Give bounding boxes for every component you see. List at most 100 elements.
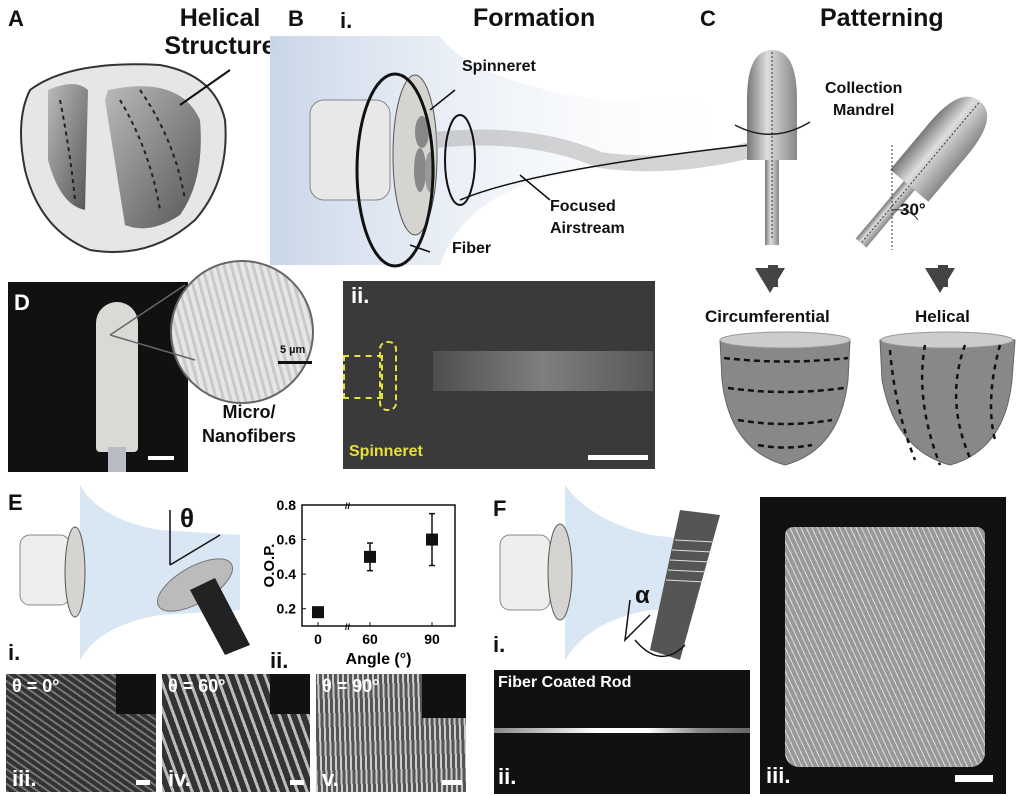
scale-bar	[588, 455, 648, 460]
fiber-scaffold-cylinder	[785, 527, 985, 767]
spinneret-pointer	[429, 89, 456, 111]
panel-e-sub-i: i.	[8, 640, 21, 665]
angle-arc	[891, 209, 919, 221]
airstream-pointer	[519, 174, 551, 201]
spinneret-outline	[379, 341, 397, 411]
panel-e-sub-ii: ii.	[270, 648, 289, 673]
airstream-shape	[80, 485, 240, 660]
y-axis-label: O.O.P.	[261, 544, 278, 588]
panel-c-title: Patterning	[820, 4, 944, 32]
data-point	[364, 550, 376, 563]
spinneret-disc	[64, 526, 86, 618]
rod-fiber-windings	[665, 539, 716, 583]
scale-bar	[136, 780, 150, 785]
circumferential-label: Circumferential	[705, 307, 830, 326]
spinneret-photo-label: Spinneret	[349, 443, 423, 460]
y-tick-label: 0.4	[277, 566, 297, 582]
airstream-label: Focused Airstream	[550, 196, 625, 240]
spinneret-hole	[414, 148, 426, 192]
panel-b-title: Formation	[473, 4, 596, 32]
fiber-jet-glow	[433, 351, 653, 391]
y-tick-label: 0.8	[277, 497, 297, 513]
heart-right-ventricle	[48, 84, 88, 210]
heart-pointer-line	[179, 69, 231, 106]
panel-a-title-line2: Structure	[164, 32, 276, 60]
chart-frame	[301, 504, 456, 627]
scale-bar	[148, 456, 174, 460]
arrow-down-icon	[925, 268, 955, 293]
spinneret-label: Spinneret	[462, 58, 536, 75]
sem-image-90deg: θ = 90° v.	[316, 674, 466, 792]
fft-inset	[270, 674, 310, 714]
spinneret-hole	[415, 116, 429, 148]
data-point	[426, 533, 438, 546]
sem-roman: iv.	[168, 766, 191, 791]
nozzle-outline	[343, 355, 383, 399]
helical-ventricle	[879, 334, 1016, 466]
sem-roman: v.	[322, 766, 339, 791]
mandrel-label: Collection Mandrel	[825, 78, 902, 122]
heart-illustration	[20, 63, 231, 253]
nozzle-body	[19, 534, 71, 606]
theta-angle-line	[169, 534, 221, 566]
nozzle-body	[309, 99, 391, 201]
fiber-coated-rod-photo: Fiber Coated Rod ii.	[494, 670, 750, 794]
sem-image-60deg: θ = 60° iv.	[162, 674, 310, 792]
alpha-symbol: α	[635, 582, 650, 609]
x-axis-label: Angle (°)	[346, 651, 412, 668]
helical-lines	[888, 344, 1002, 466]
x-tick-label: 60	[362, 631, 378, 647]
data-point	[312, 606, 324, 619]
panel-a-title: Helical Structure	[160, 4, 280, 60]
fiber-coated-rod-label: Fiber Coated Rod	[498, 674, 632, 691]
theta-symbol: θ	[180, 503, 195, 533]
scale-label-5um: 5 µm	[280, 344, 306, 356]
angle-30-label: 30°	[900, 200, 926, 219]
fiber-loop-large	[355, 72, 435, 268]
sem-image-0deg: θ = 0° iii.	[6, 674, 156, 792]
micro-nanofibers-line1: Micro/	[222, 402, 276, 422]
mandrel-shaft	[108, 447, 126, 472]
airstream-shape	[565, 485, 695, 660]
fiber-scaffold-photo: iii.	[760, 497, 1006, 794]
fiber-label: Fiber	[452, 240, 492, 257]
panel-e-letter: E	[8, 490, 23, 515]
panel-f-letter: F	[493, 496, 507, 521]
y-tick-label: 0.2	[277, 601, 297, 617]
panel-c-letter: C	[700, 6, 716, 31]
arrow-down-icon	[755, 268, 785, 293]
sem-label: θ = 90°	[322, 676, 380, 696]
heart-left-ventricle	[105, 86, 201, 229]
mandrel-photo: D	[8, 282, 188, 472]
y-tick-label: 0.6	[277, 532, 297, 548]
panel-d-letter: D	[14, 290, 30, 315]
rod-coating-diagram	[499, 485, 720, 660]
scale-bar	[955, 775, 993, 782]
panel-b-sub-ii: ii.	[351, 283, 370, 308]
airstream-label-line2: Airstream	[550, 220, 625, 237]
x-tick-label: 0	[314, 631, 322, 647]
coated-mandrel	[96, 302, 138, 452]
circumferential-lines	[723, 356, 849, 449]
scale-bar	[442, 780, 462, 785]
fft-inset	[116, 674, 156, 714]
panel-f-sub-i: i.	[493, 632, 506, 657]
alpha-angle-lines	[623, 599, 651, 643]
coated-rod	[650, 510, 720, 660]
micro-nanofibers-label: Micro/ Nanofibers	[202, 400, 296, 448]
fft-inset	[422, 674, 466, 718]
rotation-arrow-icon	[734, 121, 811, 135]
fiber-magnification-circle	[170, 260, 314, 404]
sem-roman: iii.	[12, 766, 37, 791]
airstream-shape	[270, 36, 750, 265]
helical-label: Helical	[915, 307, 970, 326]
panel-a-title-line1: Helical	[179, 4, 261, 32]
micro-nanofibers-line2: Nanofibers	[202, 426, 297, 446]
scale-bar	[290, 780, 304, 785]
fiber-strand	[459, 144, 750, 201]
circumferential-ventricle	[719, 334, 851, 466]
scale-bar-5um	[278, 361, 312, 364]
fiber-jet	[434, 129, 750, 172]
spinneret-disc	[547, 523, 573, 621]
